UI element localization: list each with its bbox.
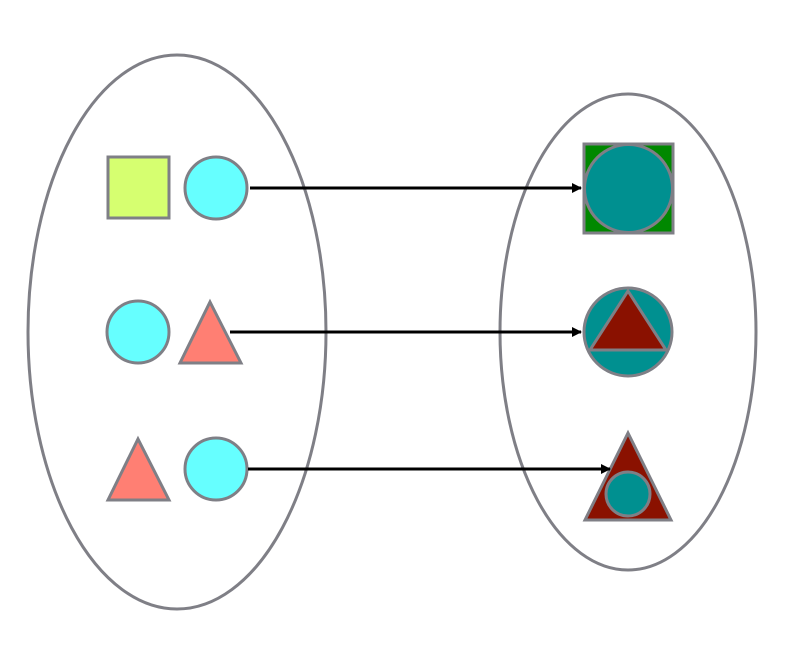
right-result-3 (582, 429, 674, 522)
cyan-circle-shape (105, 299, 171, 365)
left-pair-2 (105, 298, 244, 365)
left-pair-1 (106, 155, 249, 221)
dark-red-triangle-shape (587, 288, 669, 352)
right-result-1 (582, 142, 675, 235)
salmon-triangle-shape (105, 435, 172, 502)
salmon-triangle-shape (177, 298, 244, 365)
teal-circle-shape (604, 470, 652, 518)
left-pair-3 (105, 435, 249, 502)
cyan-circle-shape (183, 436, 249, 502)
cyan-circle-shape (183, 155, 249, 221)
teal-circle-shape (583, 143, 674, 234)
light-green-square-shape (106, 155, 171, 220)
right-result-2 (582, 286, 674, 378)
